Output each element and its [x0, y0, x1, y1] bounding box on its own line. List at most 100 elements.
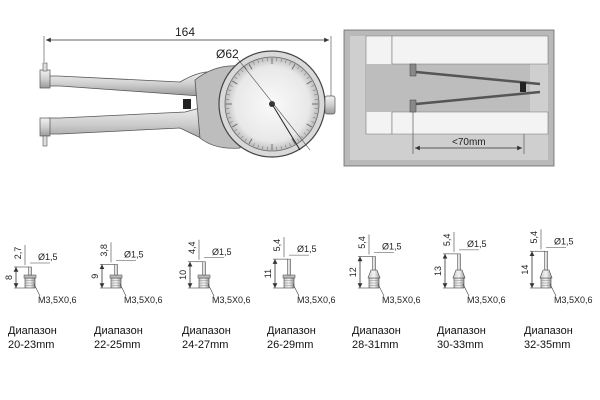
bore-cavity — [366, 64, 530, 112]
dial-tick — [311, 85, 315, 87]
tip-thread-leader — [549, 283, 557, 297]
tip-top-label: 5,4 — [442, 234, 452, 247]
tip-thread-leader — [207, 283, 215, 297]
tip-diameter-label: Ø1,5 — [382, 242, 402, 252]
length-label: 164 — [175, 25, 195, 39]
dial-tick — [248, 63, 253, 70]
tip-collar — [23, 274, 37, 279]
tip-caption-range: 22-25mm — [94, 339, 140, 351]
dial-tick — [228, 117, 232, 119]
tip-thread-leader — [462, 283, 470, 297]
tip-height-label: 13 — [433, 266, 443, 276]
tip-stem — [544, 251, 548, 271]
pivot-marker — [183, 99, 191, 109]
dial-tick — [231, 123, 238, 128]
dial-tick — [289, 143, 291, 147]
depth-label: <70mm — [452, 137, 486, 148]
tip-thread-leader — [292, 283, 300, 297]
tip-caption-range: 20-23mm — [8, 339, 54, 351]
inset-upper-arm — [415, 70, 541, 86]
dial-tick — [226, 112, 230, 114]
tip-height-label: 11 — [263, 269, 273, 278]
tip-top-label: 3,8 — [99, 244, 109, 257]
tip-caption-range: 28-31mm — [352, 339, 398, 351]
dial-tick — [262, 146, 264, 150]
tip-top-label: 5,4 — [357, 236, 367, 249]
dial-tick — [237, 73, 241, 76]
dial-tick — [291, 138, 296, 145]
tip-caption-title: Диапазон — [524, 325, 573, 337]
tip-diameter-label: Ø1,5 — [124, 249, 144, 259]
bore-wall-bottom — [391, 111, 549, 135]
usage-inset: <70mm — [343, 29, 555, 167]
dial-diameter-leader — [236, 57, 311, 151]
dial-tick — [306, 76, 310, 79]
tip-caption-title: Диапазон — [182, 325, 231, 337]
dial-tick — [300, 69, 303, 73]
tip-diameter-label: Ø1,5 — [212, 247, 232, 257]
dial-tick — [311, 121, 315, 123]
dial-tick — [314, 112, 318, 114]
dial-tick — [253, 61, 255, 65]
tip-thread-label: M3,5X0,6 — [38, 295, 77, 305]
dial-tick — [226, 94, 230, 96]
inset-lower-arm — [415, 90, 541, 106]
dial-pointer — [271, 103, 301, 151]
dial-tick — [280, 146, 282, 150]
tip-thread-leader — [377, 283, 385, 297]
caliper-drawing: 164 Ø62 — [39, 25, 336, 158]
tip-caption-range: 24-27mm — [182, 339, 228, 351]
tip-collar — [367, 269, 381, 279]
tip-diameter-label: Ø1,5 — [38, 252, 58, 262]
tip-caption-title: Диапазон — [8, 325, 57, 337]
upper-contact-tip — [39, 69, 51, 89]
dial-center — [269, 101, 275, 107]
dial-tick — [241, 69, 244, 73]
tip-stem — [372, 256, 376, 271]
crown-knob — [324, 95, 336, 115]
lower-contact-tip — [39, 117, 51, 137]
tip-height-label: 10 — [178, 270, 188, 280]
tip-stem — [28, 266, 32, 276]
dial-tick — [244, 138, 247, 142]
dial-tick — [314, 94, 318, 96]
tip-collar — [539, 269, 553, 279]
tip-thread-label: M3,5X0,6 — [554, 295, 593, 305]
tip-caption-title: Диапазон — [267, 325, 316, 337]
tip-height-label: 8 — [4, 275, 14, 280]
dial-tick — [257, 144, 259, 148]
tip-caption-range: 26-29mm — [267, 339, 313, 351]
dial-tick — [257, 60, 259, 64]
tip-thread-leader — [119, 283, 127, 297]
tip-thread-label: M3,5X0,6 — [467, 295, 506, 305]
tip-stem — [202, 261, 206, 276]
tip-height-label: 12 — [348, 267, 358, 277]
tip-height-label: 14 — [520, 265, 530, 275]
dial-tick — [306, 123, 313, 128]
tip-thread-leader — [33, 283, 41, 297]
tip-diameter-label: Ø1,5 — [297, 244, 317, 254]
tip-collar — [109, 274, 123, 279]
dial-tick — [248, 138, 253, 145]
dial-tick — [234, 129, 238, 132]
tip-stem — [114, 264, 118, 276]
tip-top-label: 5,4 — [529, 231, 539, 244]
dial-tick — [297, 66, 300, 70]
dial-tick — [285, 60, 287, 64]
tip-diameter-label: Ø1,5 — [467, 239, 487, 249]
inset-upper-tip — [409, 63, 417, 77]
tip-caption-range: 30-33mm — [437, 339, 483, 351]
dial-tick — [285, 144, 287, 148]
tip-height-label: 9 — [90, 274, 100, 279]
dial-tick — [241, 135, 244, 139]
tip-caption-title: Диапазон — [94, 325, 143, 337]
tip-thread-label: M3,5X0,6 — [297, 295, 336, 305]
tip-thread-label: M3,5X0,6 — [124, 295, 163, 305]
dial-tick — [312, 89, 316, 91]
